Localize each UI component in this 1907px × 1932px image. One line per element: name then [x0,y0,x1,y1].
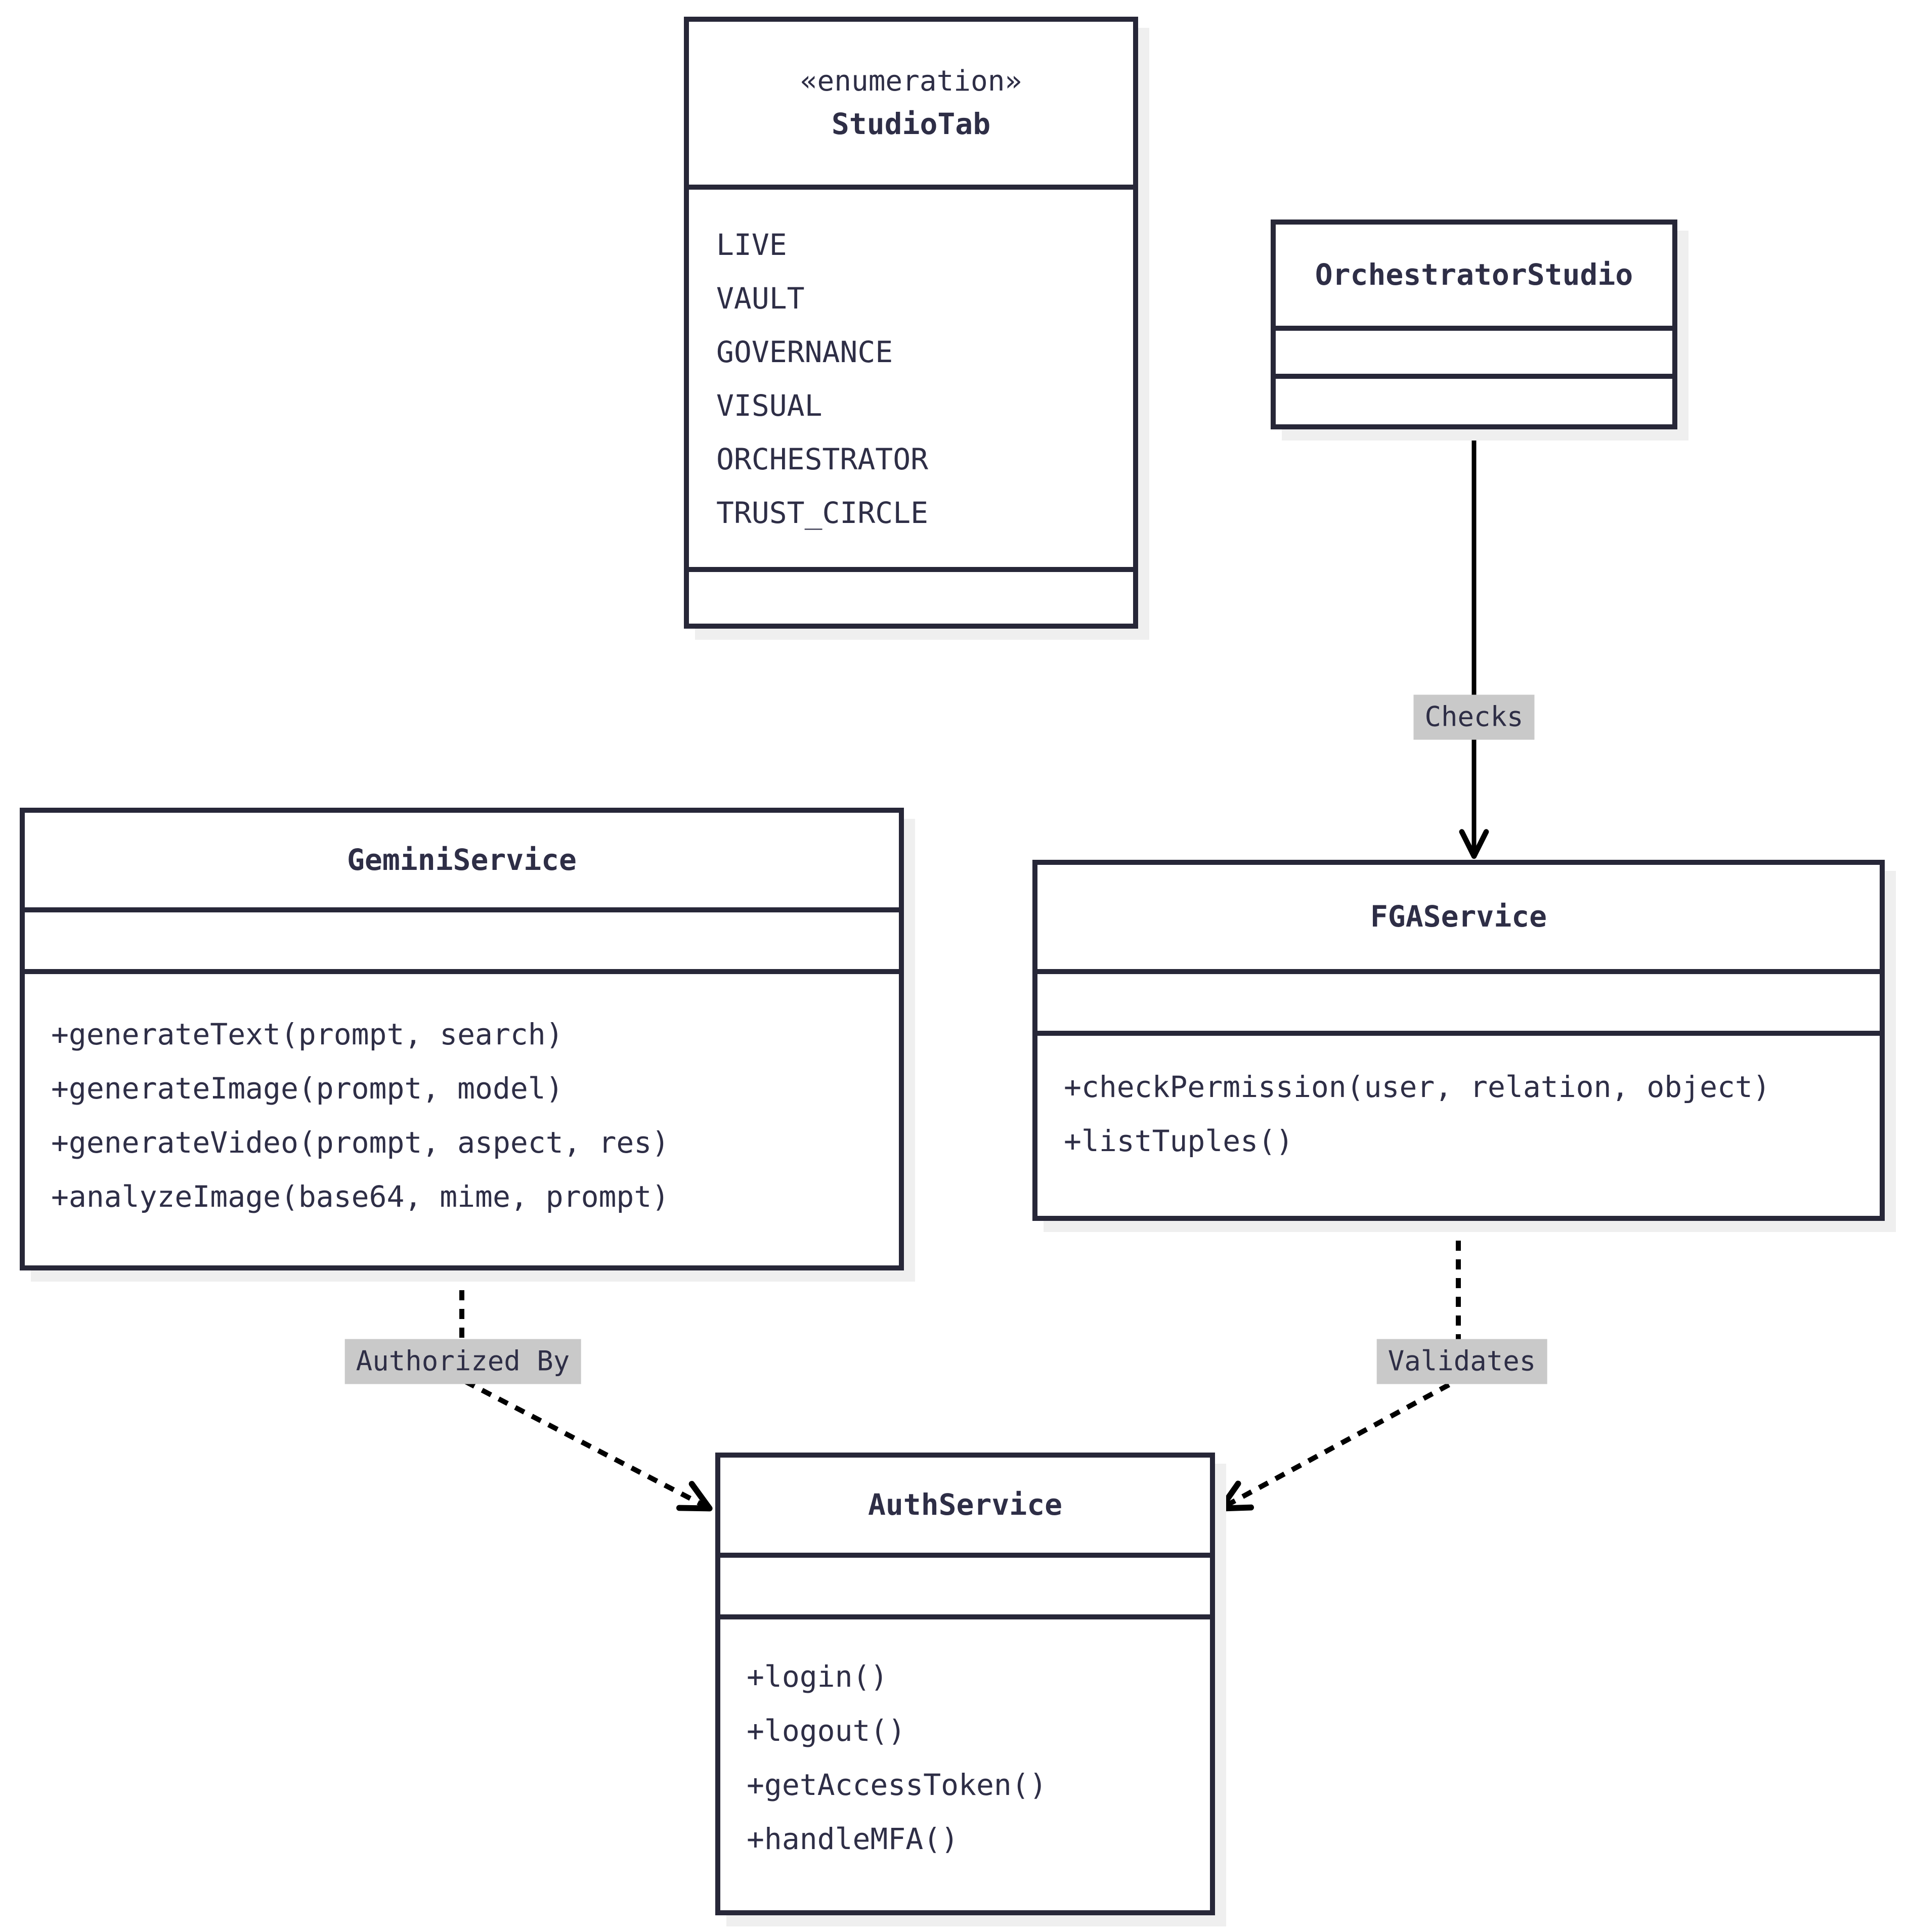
method: +generateVideo(prompt, aspect, res) [51,1125,670,1160]
method: +handleMFA() [747,1822,959,1856]
studiotab-values-compartment: LIVE VAULT GOVERNANCE VISUAL ORCHESTRATO… [689,190,1133,572]
fgaservice-title-compartment: FGAService [1037,865,1880,974]
enum-value: ORCHESTRATOR [716,442,929,476]
method: +analyzeImage(base64, mime, prompt) [51,1179,670,1214]
geminiservice-methods-compartment: +generateText(prompt, search) +generateI… [25,974,899,1265]
studiotab-class-name: StudioTab [831,106,991,141]
enum-value: VAULT [716,281,805,316]
method: +getAccessToken() [747,1768,1047,1802]
orchestratorstudio-title-compartment: OrchestratorStudio [1276,225,1672,331]
method: +generateImage(prompt, model) [51,1071,564,1106]
orchestratorstudio-methods-compartment [1276,379,1672,424]
authservice-title-compartment: AuthService [720,1458,1210,1558]
enum-value: LIVE [716,228,787,262]
geminiservice-title-compartment: GeminiService [25,813,899,912]
class-fgaservice: FGAService +checkPermission(user, relati… [1032,860,1885,1221]
enum-value: VISUAL [716,388,822,423]
edge-label-authorized-by: Authorized By [344,1339,581,1384]
method: +login() [747,1659,888,1694]
class-authservice: AuthService +login() +logout() +getAcces… [715,1453,1215,1915]
fgaservice-attributes-compartment [1037,974,1880,1036]
method: +checkPermission(user, relation, object) [1064,1070,1770,1104]
edge-label-checks: Checks [1413,694,1535,740]
enum-value: GOVERNANCE [716,335,893,369]
orchestratorstudio-class-name: OrchestratorStudio [1315,257,1633,292]
class-studiotab: «enumeration» StudioTab LIVE VAULT GOVER… [684,17,1138,629]
authservice-attributes-compartment [720,1558,1210,1619]
studiotab-stereotype: «enumeration» [800,65,1022,98]
geminiservice-class-name: GeminiService [347,842,577,877]
enum-value: TRUST_CIRCLE [716,496,929,530]
fgaservice-methods-compartment: +checkPermission(user, relation, object)… [1037,1036,1880,1216]
studiotab-empty-compartment [689,572,1133,624]
authservice-methods-compartment: +login() +logout() +getAccessToken() +ha… [720,1619,1210,1910]
studiotab-title-compartment: «enumeration» StudioTab [689,22,1133,190]
authservice-class-name: AuthService [868,1487,1063,1522]
method: +generateText(prompt, search) [51,1017,564,1051]
authorized-by-arrow [459,1271,713,1512]
method: +logout() [747,1714,906,1748]
orchestratorstudio-attributes-compartment [1276,331,1672,379]
fgaservice-class-name: FGAService [1370,899,1547,934]
edge-label-validates: Validates [1376,1339,1547,1384]
class-orchestratorstudio: OrchestratorStudio [1271,219,1677,429]
geminiservice-attributes-compartment [25,912,899,974]
method: +listTuples() [1064,1124,1293,1158]
class-geminiservice: GeminiService +generateText(prompt, sear… [20,808,904,1270]
